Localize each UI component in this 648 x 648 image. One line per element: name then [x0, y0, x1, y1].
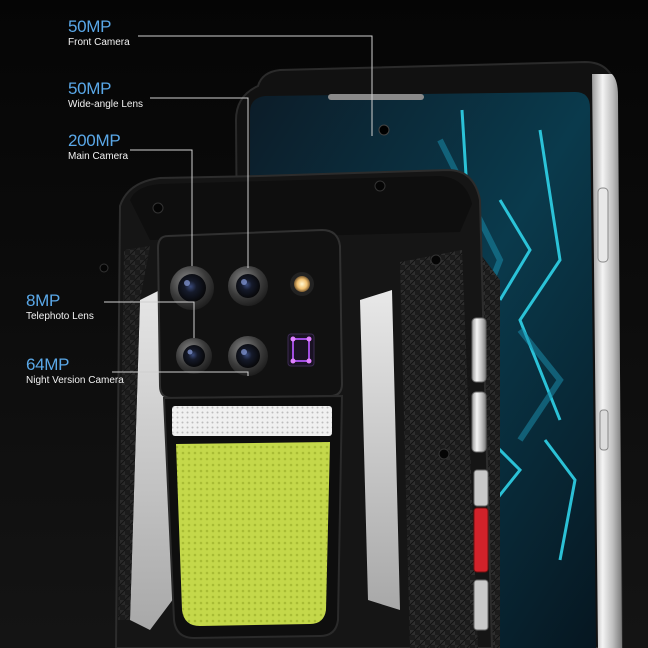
lens-night — [228, 336, 268, 376]
camera-flash — [290, 272, 314, 296]
lens-telephoto — [176, 338, 212, 374]
spec-megapixels: 200MP — [68, 131, 121, 150]
red-custom-button — [473, 507, 489, 573]
spec-main-camera: 200MP Main Camera — [68, 132, 128, 163]
screw — [99, 263, 109, 273]
ir-sensor — [287, 333, 315, 367]
rear-phone — [99, 168, 500, 648]
spec-label: Night Version Camera — [26, 375, 124, 386]
flashlight-panel — [176, 442, 330, 626]
callout-lines — [104, 35, 373, 376]
volume-button — [471, 317, 487, 383]
speaker-grille — [172, 406, 332, 436]
side-button-top — [597, 187, 609, 263]
earpiece — [328, 94, 424, 100]
spec-label: Wide-angle Lens — [68, 99, 144, 110]
spec-megapixels: 64MP — [26, 355, 70, 374]
screw — [430, 254, 442, 266]
spec-label: Main Camera — [68, 151, 129, 162]
spec-megapixels: 50MP — [68, 17, 112, 36]
front-camera — [378, 124, 390, 136]
spec-label: Telephoto Lens — [26, 311, 94, 322]
spec-wide-angle-lens: 50MP Wide-angle Lens — [68, 80, 143, 111]
spec-megapixels: 8MP — [26, 291, 61, 310]
lens-main — [228, 266, 268, 306]
screw — [438, 448, 450, 460]
spec-megapixels: 50MP — [68, 79, 112, 98]
side-button-mid — [599, 409, 609, 451]
spec-night-camera: 64MP Night Version Camera — [26, 356, 124, 387]
power-button — [471, 391, 487, 453]
screw — [152, 202, 164, 214]
lens-wide — [170, 266, 214, 310]
screw — [374, 180, 386, 192]
spec-label: Front Camera — [68, 37, 130, 48]
spec-front-camera: 50MP Front Camera — [68, 18, 130, 49]
spec-telephoto-lens: 8MP Telephoto Lens — [26, 292, 94, 323]
